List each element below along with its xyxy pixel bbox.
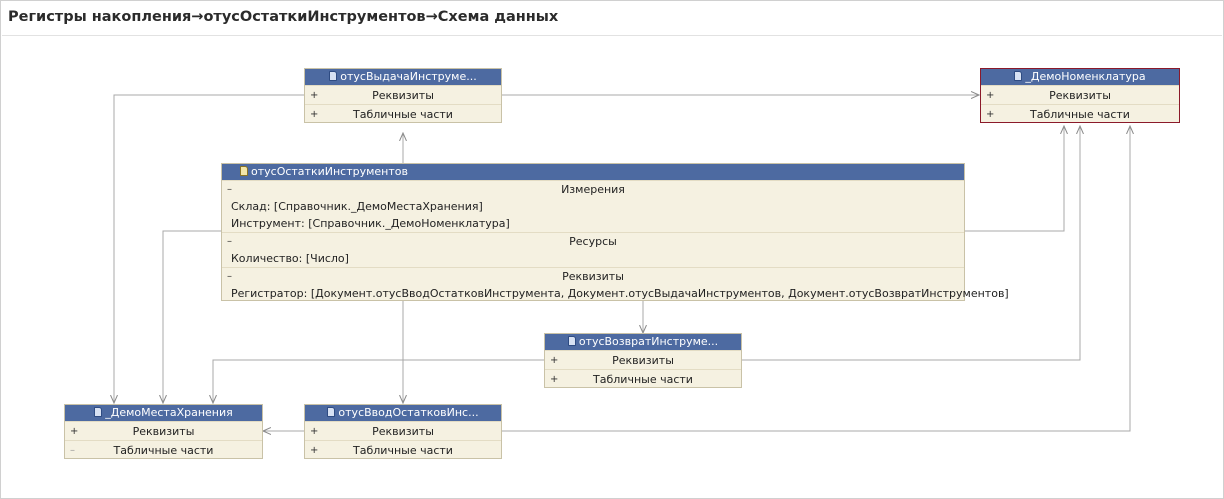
- expand-toggle[interactable]: +: [70, 426, 79, 437]
- node-vozvrat-requisites[interactable]: + Реквизиты: [545, 350, 741, 369]
- expand-toggle[interactable]: +: [986, 90, 995, 101]
- row-label: Табличные части: [1030, 108, 1130, 121]
- register-icon: [240, 166, 248, 176]
- section-requisites[interactable]: – Реквизиты: [222, 267, 964, 285]
- title-divider: [2, 35, 1222, 36]
- row-label: Реквизиты: [132, 425, 195, 438]
- node-mesta-title: _ДемоМестаХранения: [105, 406, 233, 419]
- dimension-item[interactable]: Склад: [Справочник._ДемоМестаХранения]: [231, 200, 483, 213]
- node-mesta-requisites[interactable]: + Реквизиты: [65, 421, 262, 440]
- node-nomenklatura-requisites[interactable]: + Реквизиты: [981, 85, 1179, 104]
- link-vydacha-mesta: [114, 94, 304, 403]
- node-vvod-tabular-parts[interactable]: + Табличные части: [305, 440, 501, 459]
- section-resources[interactable]: – Ресурсы: [222, 232, 964, 250]
- catalog-icon: [1014, 71, 1023, 81]
- node-nomenklatura-header[interactable]: _ДемоНоменклатура: [981, 69, 1179, 85]
- expand-toggle[interactable]: +: [310, 445, 319, 456]
- node-vydacha-title: отусВыдачаИнструме...: [340, 70, 477, 83]
- node-nomenklatura[interactable]: _ДемоНоменклатура + Реквизиты + Табличны…: [980, 68, 1180, 123]
- row-label: Реквизиты: [612, 354, 674, 367]
- row-label: Табличные части: [113, 444, 214, 457]
- expand-toggle[interactable]: +: [550, 355, 559, 366]
- node-nomenklatura-tabular-parts[interactable]: + Табличные части: [981, 104, 1179, 123]
- expand-toggle[interactable]: +: [310, 426, 319, 437]
- link-ostatki-mesta: [163, 230, 221, 403]
- node-nomenklatura-title: _ДемоНоменклатура: [1025, 70, 1146, 83]
- node-vozvrat[interactable]: отусВозвратИнструме... + Реквизиты + Таб…: [544, 333, 742, 388]
- section-dimensions[interactable]: – Измерения: [222, 180, 964, 198]
- expand-toggle[interactable]: –: [70, 445, 75, 456]
- document-icon: [567, 336, 576, 346]
- node-vvod-requisites[interactable]: + Реквизиты: [305, 421, 501, 440]
- expand-toggle[interactable]: +: [310, 90, 319, 101]
- node-vydacha-requisites[interactable]: + Реквизиты: [305, 85, 501, 104]
- collapse-toggle[interactable]: –: [227, 236, 232, 247]
- node-vozvrat-header[interactable]: отусВозвратИнструме...: [545, 334, 741, 350]
- link-vvod-nomenklatura: [502, 126, 1130, 432]
- node-ostatki[interactable]: отусОстаткиИнструментов – Измерения Скла…: [221, 163, 1009, 301]
- catalog-icon: [94, 407, 103, 417]
- collapse-toggle[interactable]: –: [227, 271, 232, 282]
- node-mesta-tabular-parts[interactable]: – Табличные части: [65, 440, 262, 459]
- node-vvod-title: отусВводОстатковИнс...: [338, 406, 479, 419]
- expand-toggle[interactable]: +: [550, 374, 559, 385]
- document-icon: [327, 407, 336, 417]
- node-mesta-header[interactable]: _ДемоМестаХранения: [65, 405, 262, 421]
- collapse-toggle[interactable]: –: [227, 184, 232, 195]
- node-vvod[interactable]: отусВводОстатковИнс... + Реквизиты + Таб…: [304, 404, 502, 459]
- document-icon: [329, 71, 338, 81]
- section-label: Измерения: [561, 183, 625, 196]
- node-vydacha-tabular-parts[interactable]: + Табличные части: [305, 104, 501, 123]
- page-title: Регистры накопления→отусОстаткиИнструмен…: [8, 9, 559, 25]
- row-label: Табличные части: [353, 108, 453, 121]
- row-label: Реквизиты: [372, 89, 434, 102]
- link-vozvrat-mesta: [213, 359, 544, 403]
- link-ostatki-nomenklatura: [965, 126, 1064, 232]
- section-label: Реквизиты: [562, 270, 624, 283]
- row-label: Табличные части: [593, 373, 693, 386]
- expand-toggle[interactable]: +: [986, 109, 995, 120]
- row-label: Табличные части: [353, 444, 453, 457]
- row-label: Реквизиты: [1049, 89, 1111, 102]
- expand-toggle[interactable]: +: [310, 109, 319, 120]
- node-mesta[interactable]: _ДемоМестаХранения + Реквизиты – Табличн…: [64, 404, 263, 459]
- resource-item[interactable]: Количество: [Число]: [231, 252, 349, 265]
- node-ostatki-title: отусОстаткиИнструментов: [251, 165, 408, 178]
- node-vozvrat-title: отусВозвратИнструме...: [578, 335, 719, 348]
- dimension-item[interactable]: Инструмент: [Справочник._ДемоНоменклатур…: [231, 217, 510, 230]
- node-vvod-header[interactable]: отусВводОстатковИнс...: [305, 405, 501, 421]
- node-vozvrat-tabular-parts[interactable]: + Табличные части: [545, 369, 741, 388]
- row-label: Реквизиты: [372, 425, 434, 438]
- node-ostatki-header[interactable]: отусОстаткиИнструментов: [222, 164, 964, 180]
- requisite-item[interactable]: Регистратор: [Документ.отусВводОстатковИ…: [231, 287, 1009, 300]
- node-vydacha[interactable]: отусВыдачаИнструме... + Реквизиты + Табл…: [304, 68, 502, 123]
- link-vozvrat-nomenklatura: [742, 126, 1080, 361]
- node-vydacha-header[interactable]: отусВыдачаИнструме...: [305, 69, 501, 85]
- section-label: Ресурсы: [569, 235, 617, 248]
